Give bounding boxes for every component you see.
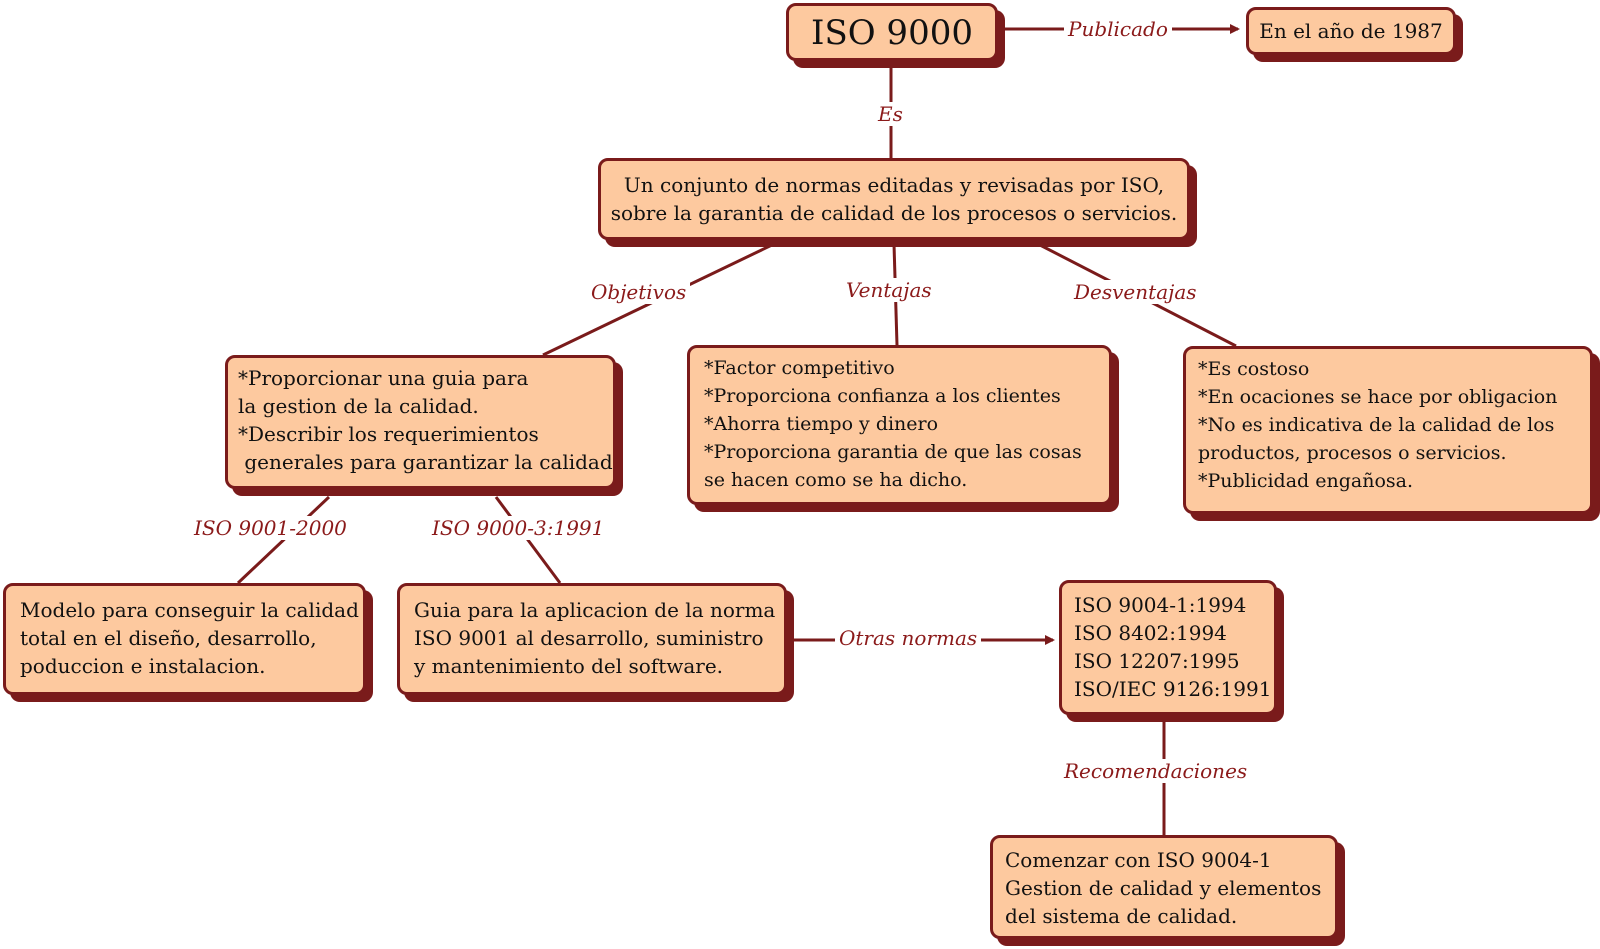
node-disadvantages: *Es costoso *En ocaciones se hace por ob…: [1183, 346, 1593, 514]
node-text-line: ISO 8402:1994: [1074, 621, 1227, 645]
node-text-line: ISO 9000: [811, 13, 973, 53]
node-text-line: Modelo para conseguir la calidad: [20, 598, 359, 622]
node-text-line: se hacen como se ha dicho.: [704, 469, 968, 491]
node-text-line: *Es costoso: [1198, 358, 1310, 380]
node-text-line: En el año de 1987: [1259, 19, 1443, 43]
node-text-line: ISO 9001 al desarrollo, suministro: [414, 626, 764, 650]
node-text-line: *Ahorra tiempo y dinero: [704, 413, 939, 435]
node-text-line: *No es indicativa de la calidad de los: [1198, 414, 1555, 436]
node-text-line: *Proporcionar una guia para: [238, 366, 529, 390]
node-text-line: Un conjunto de normas editadas y revisad…: [623, 173, 1165, 197]
link-label-desventajas: Desventajas: [1070, 280, 1201, 304]
node-text-line: poduccion e instalacion.: [20, 654, 266, 678]
node-text-line: *Proporciona garantia de que las cosas: [704, 441, 1082, 463]
node-text-line: y mantenimiento del software.: [414, 654, 724, 678]
node-text-line: Gestion de calidad y elementos: [1005, 876, 1322, 900]
node-iso-9000: ISO 9000: [786, 3, 998, 61]
node-text-line: generales para garantizar la calidad: [238, 450, 613, 474]
node-iso-9001-model: Modelo para conseguir la calidad total e…: [3, 583, 366, 695]
node-text-line: ISO/IEC 9126:1991: [1074, 677, 1272, 701]
node-text-line: del sistema de calidad.: [1005, 904, 1238, 928]
node-recommendation: Comenzar con ISO 9004-1 Gestion de calid…: [990, 835, 1338, 939]
node-objectives: *Proporcionar una guia para la gestion d…: [225, 355, 616, 489]
node-text-line: *Proporciona confianza a los clientes: [704, 385, 1061, 407]
link-label-ventajas: Ventajas: [842, 278, 936, 302]
link-label-objetivos: Objetivos: [587, 280, 691, 304]
node-advantages: *Factor competitivo *Proporciona confian…: [687, 345, 1112, 505]
node-text-line: total en el diseño, desarrollo,: [20, 626, 317, 650]
link-label-otras-normas: Otras normas: [835, 626, 982, 650]
node-text-line: ISO 12207:1995: [1074, 649, 1240, 673]
node-text-line: sobre la garantia de calidad de los proc…: [610, 201, 1178, 225]
node-iso-9000-3-guide: Guia para la aplicacion de la norma ISO …: [397, 583, 787, 695]
node-text-line: Guia para la aplicacion de la norma: [414, 598, 776, 622]
link-label-iso9000-3-1991: ISO 9000-3:1991: [428, 516, 609, 540]
link-label-recomendaciones: Recomendaciones: [1060, 759, 1252, 783]
node-text-line: productos, procesos o servicios.: [1198, 442, 1507, 464]
node-published: En el año de 1987: [1246, 7, 1456, 55]
link-label-iso9001-2000: ISO 9001-2000: [190, 516, 351, 540]
node-text-line: *Describir los requerimientos: [238, 422, 539, 446]
link-label-es: Es: [874, 102, 907, 126]
node-text-line: *En ocaciones se hace por obligacion: [1198, 386, 1558, 408]
node-text-line: Comenzar con ISO 9004-1: [1005, 848, 1272, 872]
node-text-line: *Publicidad engañosa.: [1198, 470, 1414, 492]
node-definition: Un conjunto de normas editadas y revisad…: [598, 158, 1190, 240]
node-text-line: *Factor competitivo: [704, 357, 895, 379]
link-label-publicado: Publicado: [1064, 17, 1172, 41]
node-text-line: la gestion de la calidad.: [238, 394, 479, 418]
node-text-line: ISO 9004-1:1994: [1074, 593, 1247, 617]
node-other-norms: ISO 9004-1:1994 ISO 8402:1994 ISO 12207:…: [1059, 580, 1277, 715]
link-iso9001-2000: [236, 495, 331, 585]
link-iso9000-3: [494, 496, 562, 584]
